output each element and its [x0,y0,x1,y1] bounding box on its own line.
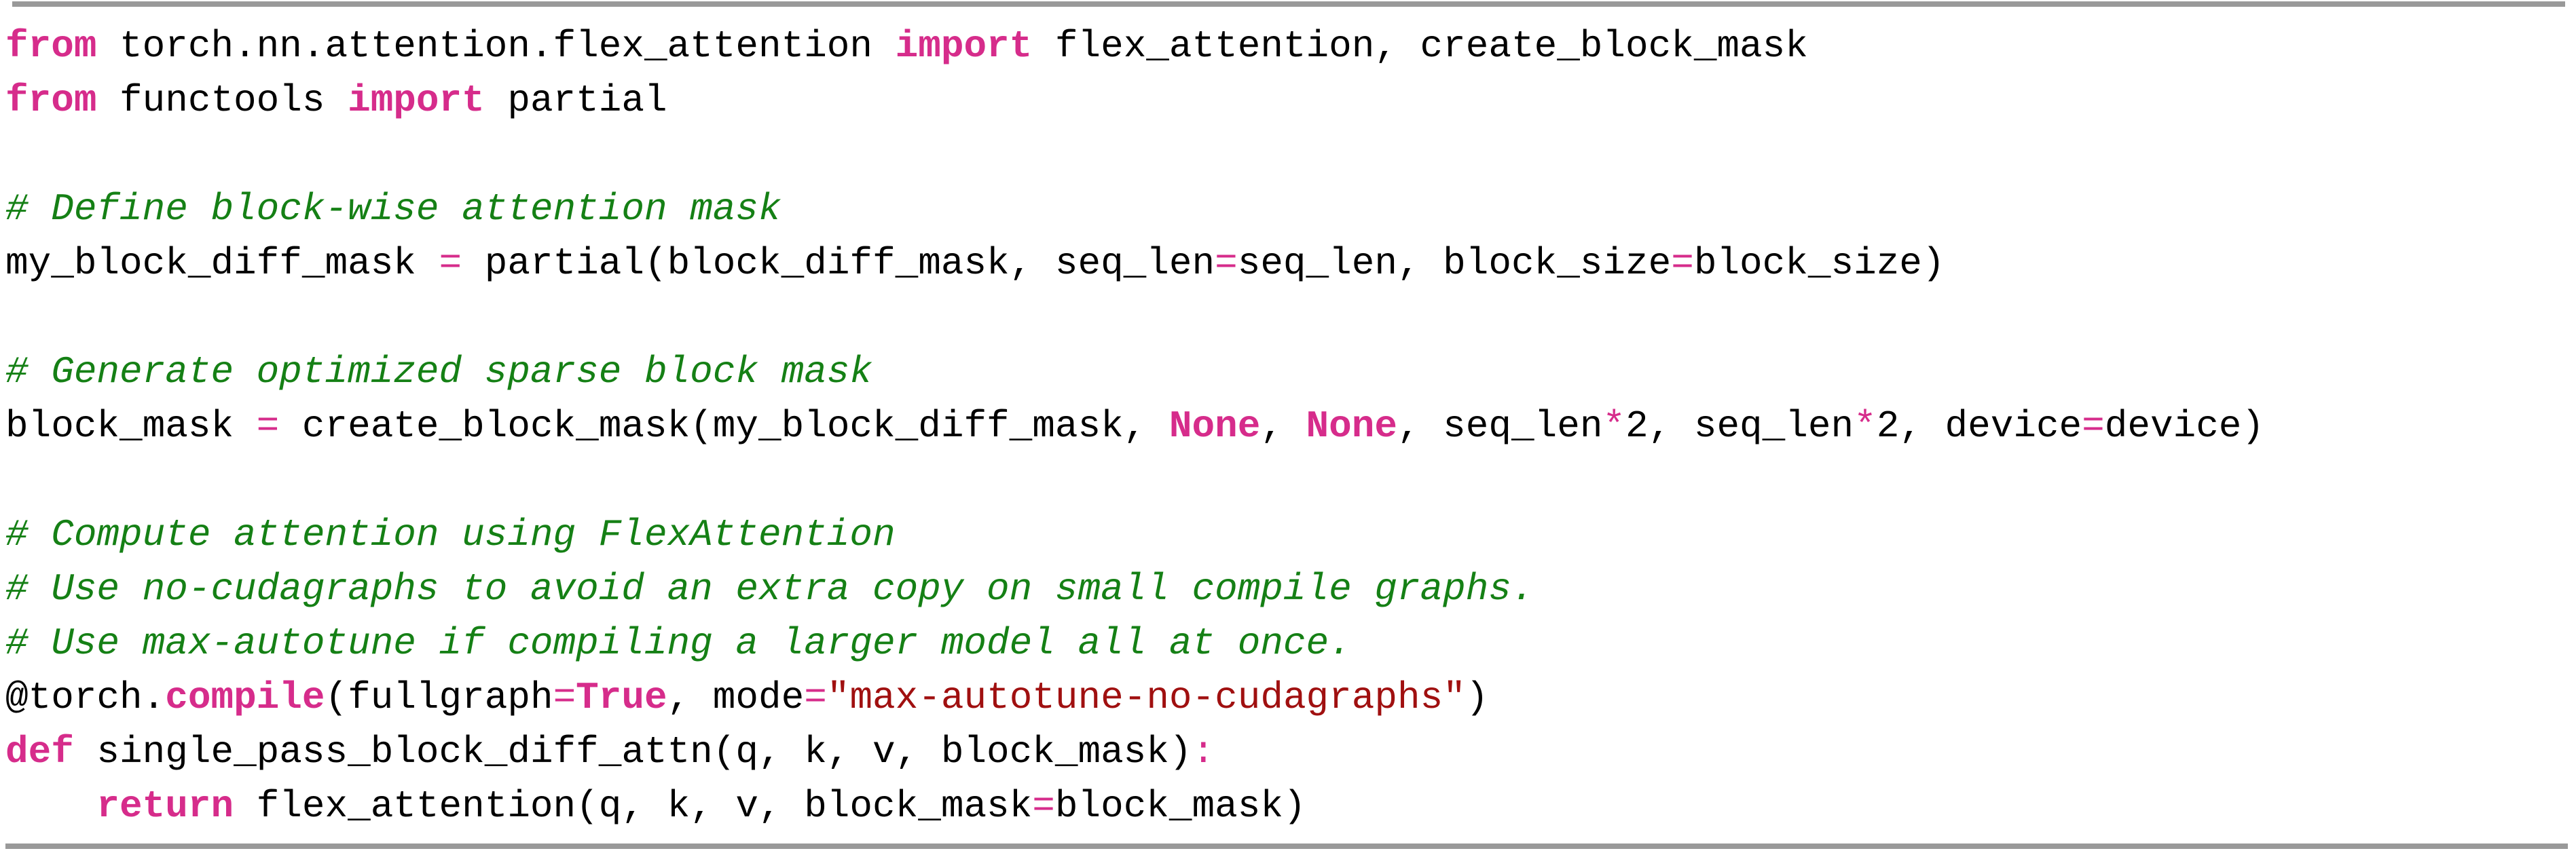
code-line: # Use max-autotune if compiling a larger… [5,616,2576,670]
code-text-token [5,784,96,828]
operator-token: = [1215,242,1238,285]
code-text-token: flex_attention, create_block_mask [1032,24,1808,68]
code-text-token: , mode [667,676,805,719]
comment-token: # Generate optimized sparse block mask [5,350,873,394]
code-line: # Compute attention using FlexAttention [5,508,2576,562]
code-line: @torch.compile(fullgraph=True, mode="max… [5,670,2576,725]
string-token: "max-autotune-no-cudagraphs" [826,676,1466,719]
code-text-token: block_mask [5,404,257,448]
code-text-token: @torch. [5,676,166,719]
keyword-token: from [5,24,97,68]
blank-line [5,453,2576,508]
operator-token: * [1602,404,1626,448]
comment-token: # Use no-cudagraphs to avoid an extra co… [5,567,1534,611]
operator-token: : [1192,730,1215,774]
blank-line [5,128,2576,182]
operator-token: = [439,242,462,285]
operator-token: = [804,676,827,719]
code-text-token: , seq_len [1397,404,1603,448]
code-block: from torch.nn.attention.flex_attention i… [5,19,2576,833]
builtin-token: compile [165,676,325,719]
code-text-token: 2, device [1876,404,2082,448]
builtin-token: None [1169,404,1261,448]
code-line: # Use no-cudagraphs to avoid an extra co… [5,562,2576,616]
code-line: # Generate optimized sparse block mask [5,345,2576,399]
code-line: my_block_diff_mask = partial(block_diff_… [5,236,2576,290]
comment-token: # Use max-autotune if compiling a larger… [5,622,1352,665]
keyword-token: return [96,784,234,828]
code-text-token: , [1260,404,1306,448]
code-line: from torch.nn.attention.flex_attention i… [5,19,2576,73]
code-text-token: ) [1465,676,1489,719]
top-divider [12,1,2565,7]
code-line: def single_pass_block_diff_attn(q, k, v,… [5,725,2576,779]
builtin-token: True [576,676,667,719]
keyword-token: from [5,79,97,122]
comment-token: # Define block-wise attention mask [5,187,781,231]
code-text-token: single_pass_block_diff_attn(q, k, v, blo… [73,730,1192,774]
operator-token: = [256,404,280,448]
operator-token: = [553,676,576,719]
code-text-token: create_block_mask(my_block_diff_mask, [279,404,1169,448]
builtin-token: None [1306,404,1397,448]
code-text-token: device) [2104,404,2265,448]
code-line: from functools import partial [5,73,2576,128]
code-text-token: seq_len, block_size [1237,242,1672,285]
code-text-token: my_block_diff_mask [5,242,439,285]
code-line: block_mask = create_block_mask(my_block_… [5,399,2576,453]
operator-token: = [1671,242,1694,285]
code-text-token: partial [484,79,667,122]
code-text-token: torch.nn.attention.flex_attention [96,24,896,68]
code-text-token: block_size) [1693,242,1945,285]
code-text-token: functools [96,79,348,122]
bottom-divider [5,843,2568,849]
blank-line [5,290,2576,345]
code-text-token: block_mask) [1054,784,1306,828]
keyword-token: import [348,79,485,122]
operator-token: = [1032,784,1055,828]
code-text-token: (fullgraph [325,676,553,719]
code-line: return flex_attention(q, k, v, block_mas… [5,779,2576,833]
code-text-token: partial(block_diff_mask, seq_len [462,242,1215,285]
code-text-token: flex_attention(q, k, v, block_mask [234,784,1033,828]
operator-token: = [2082,404,2105,448]
code-text-token: 2, seq_len [1625,404,1854,448]
comment-token: # Compute attention using FlexAttention [5,513,896,556]
keyword-token: import [895,24,1033,68]
code-line: # Define block-wise attention mask [5,182,2576,236]
operator-token: * [1854,404,1877,448]
keyword-token: def [5,730,74,774]
